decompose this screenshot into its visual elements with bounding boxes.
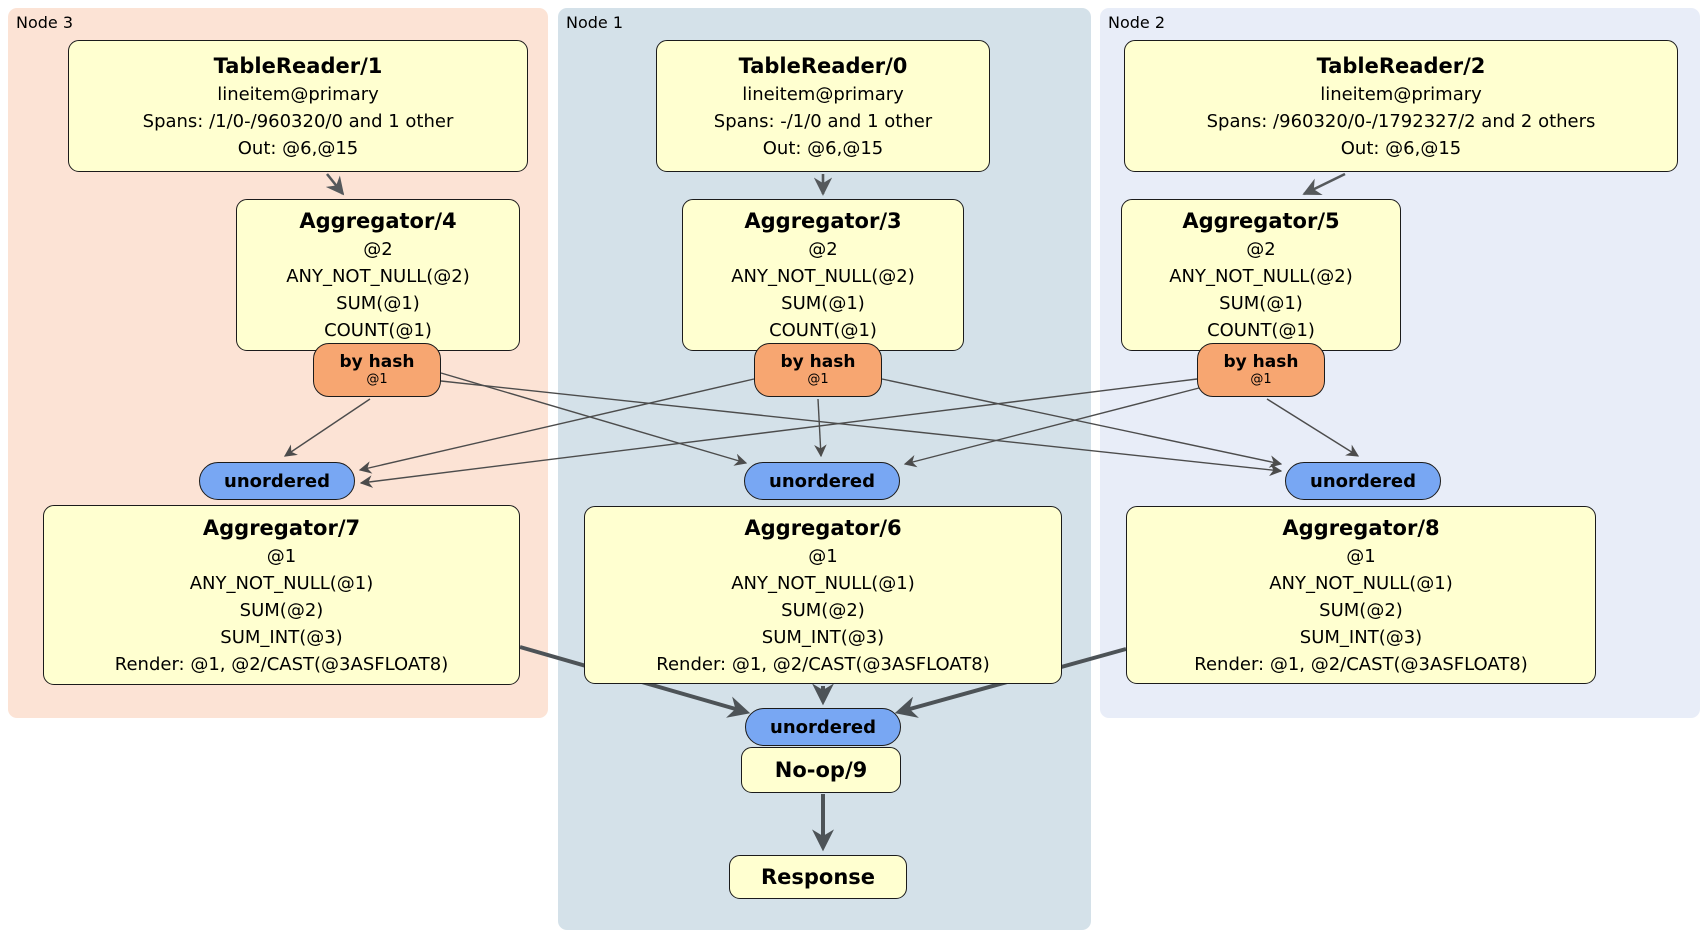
processor-out: Out: @6,@15 — [237, 137, 359, 159]
hash-router-label: by hash — [1223, 352, 1299, 372]
processor-title: TableReader/2 — [1316, 53, 1486, 78]
stream-unordered-node2: unordered — [1285, 462, 1441, 500]
processor-groupcols: @1 — [266, 545, 297, 567]
hash-router-node1: by hash @1 — [754, 343, 882, 397]
processor-aggregator-3: Aggregator/3 @2 ANY_NOT_NULL(@2) SUM(@1)… — [682, 199, 964, 351]
processor-aggregator-6: Aggregator/6 @1 ANY_NOT_NULL(@1) SUM(@2)… — [584, 506, 1062, 684]
processor-spans: Spans: -/1/0 and 1 other — [713, 110, 933, 132]
hash-router-key: @1 — [366, 372, 388, 387]
processor-index: lineitem@primary — [742, 83, 904, 105]
processor-groupcols: @2 — [1246, 239, 1276, 260]
processor-agg-fn: ANY_NOT_NULL(@1) — [1269, 572, 1453, 594]
processor-tablereader-0: TableReader/0 lineitem@primary Spans: -/… — [656, 40, 990, 172]
processor-title: Aggregator/3 — [744, 209, 902, 233]
hash-router-node2: by hash @1 — [1197, 343, 1325, 397]
processor-out: Out: @6,@15 — [1340, 137, 1462, 159]
processor-agg-fn: COUNT(@1) — [324, 320, 432, 341]
processor-groupcols: @1 — [808, 545, 838, 567]
panel-node-3-label: Node 3 — [16, 13, 74, 32]
processor-agg-fn: SUM(@2) — [1319, 599, 1403, 621]
processor-groupcols: @2 — [363, 239, 393, 260]
processor-agg-fn: SUM_INT(@3) — [220, 626, 343, 648]
panel-node-2-label: Node 2 — [1108, 13, 1166, 32]
processor-render-expr: Render: @1, @2/CAST(@3ASFLOAT8) — [656, 653, 990, 675]
processor-spans: Spans: /1/0-/960320/0 and 1 other — [142, 110, 454, 132]
processor-title: TableReader/1 — [213, 53, 383, 78]
processor-agg-fn: ANY_NOT_NULL(@2) — [1169, 266, 1353, 287]
processor-out: Out: @6,@15 — [762, 137, 884, 159]
processor-spans: Spans: /960320/0-/1792327/2 and 2 others — [1206, 110, 1596, 132]
processor-index: lineitem@primary — [217, 83, 379, 105]
processor-title: Aggregator/8 — [1282, 515, 1440, 540]
processor-agg-fn: ANY_NOT_NULL(@1) — [731, 572, 915, 594]
processor-title: Aggregator/5 — [1182, 209, 1340, 233]
processor-noop-9: No-op/9 — [741, 747, 901, 793]
processor-agg-fn: ANY_NOT_NULL(@1) — [189, 572, 374, 594]
hash-router-node3: by hash @1 — [313, 343, 441, 397]
processor-agg-fn: SUM(@2) — [781, 599, 865, 621]
hash-router-label: by hash — [339, 352, 415, 372]
processor-render-expr: Render: @1, @2/CAST(@3ASFLOAT8) — [1194, 653, 1528, 675]
processor-title: Aggregator/4 — [299, 209, 457, 233]
processor-agg-fn: SUM(@1) — [781, 293, 865, 314]
processor-aggregator-7: Aggregator/7 @1 ANY_NOT_NULL(@1) SUM(@2)… — [43, 505, 520, 685]
processor-agg-fn: SUM_INT(@3) — [1299, 626, 1423, 648]
processor-agg-fn: ANY_NOT_NULL(@2) — [286, 266, 470, 287]
stream-unordered-node1: unordered — [744, 462, 900, 500]
hash-router-key: @1 — [1250, 372, 1272, 387]
processor-tablereader-2: TableReader/2 lineitem@primary Spans: /9… — [1124, 40, 1678, 172]
response-title: Response — [760, 865, 876, 889]
processor-render-expr: Render: @1, @2/CAST(@3ASFLOAT8) — [114, 653, 449, 675]
processor-aggregator-5: Aggregator/5 @2 ANY_NOT_NULL(@2) SUM(@1)… — [1121, 199, 1401, 351]
stream-unordered-node3: unordered — [199, 462, 355, 500]
processor-agg-fn: SUM(@2) — [239, 599, 324, 621]
processor-title: TableReader/0 — [738, 53, 908, 78]
processor-title: No-op/9 — [774, 758, 868, 782]
processor-agg-fn: COUNT(@1) — [769, 320, 877, 341]
processor-agg-fn: SUM_INT(@3) — [761, 626, 885, 648]
hash-router-key: @1 — [807, 372, 829, 387]
processor-agg-fn: COUNT(@1) — [1207, 320, 1315, 341]
processor-aggregator-4: Aggregator/4 @2 ANY_NOT_NULL(@2) SUM(@1)… — [236, 199, 520, 351]
processor-groupcols: @2 — [808, 239, 838, 260]
processor-aggregator-8: Aggregator/8 @1 ANY_NOT_NULL(@1) SUM(@2)… — [1126, 506, 1596, 684]
processor-tablereader-1: TableReader/1 lineitem@primary Spans: /1… — [68, 40, 528, 172]
panel-node-1-label: Node 1 — [566, 13, 624, 32]
processor-agg-fn: SUM(@1) — [336, 293, 420, 314]
processor-agg-fn: ANY_NOT_NULL(@2) — [731, 266, 915, 287]
processor-index: lineitem@primary — [1320, 83, 1482, 105]
stream-unordered-final: unordered — [745, 708, 901, 746]
processor-groupcols: @1 — [1346, 545, 1376, 567]
processor-agg-fn: SUM(@1) — [1219, 293, 1303, 314]
processor-title: Aggregator/6 — [744, 515, 902, 540]
hash-router-label: by hash — [780, 352, 856, 372]
response-node: Response — [729, 855, 907, 899]
processor-title: Aggregator/7 — [202, 515, 361, 540]
